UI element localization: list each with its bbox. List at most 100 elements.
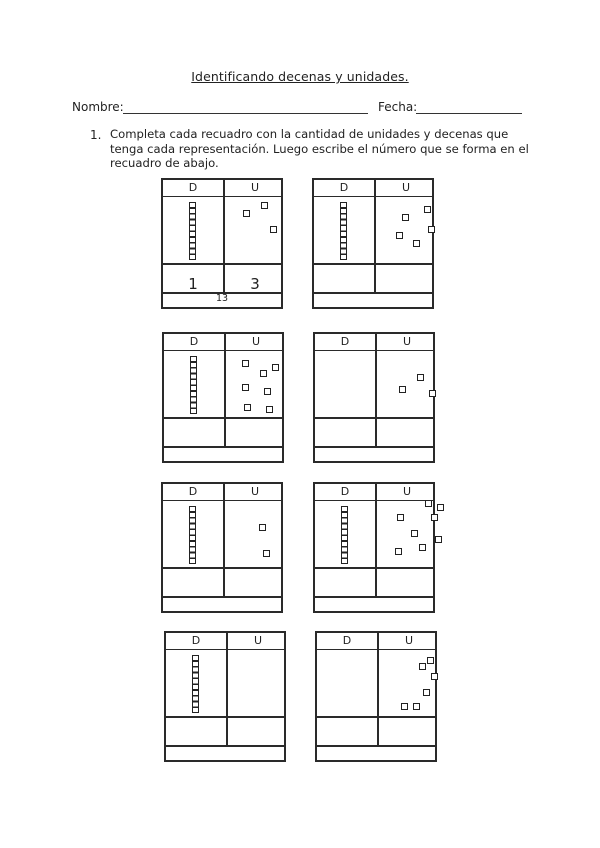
nombre-line[interactable] xyxy=(123,113,368,114)
answer-divider xyxy=(315,417,433,419)
place-value-grid: D U 1 3 xyxy=(161,178,283,294)
unit-cube-icon xyxy=(270,226,277,233)
unit-cube-icon xyxy=(428,226,435,233)
unit-cube-icon xyxy=(427,657,434,664)
item-number: 1. xyxy=(90,128,102,142)
header-divider xyxy=(166,649,284,650)
answer-divider xyxy=(163,567,281,569)
units-header: U xyxy=(250,485,260,498)
unit-cube-icon xyxy=(242,360,249,367)
unit-cube-icon xyxy=(401,703,408,710)
unit-cube-icon xyxy=(411,530,418,537)
units-header: U xyxy=(401,181,411,194)
column-divider xyxy=(375,334,377,446)
answer-divider xyxy=(166,716,284,718)
column-divider xyxy=(224,334,226,446)
unit-cube-icon xyxy=(425,500,432,507)
number-answer-box[interactable] xyxy=(313,446,435,463)
place-value-grid: D U xyxy=(164,631,286,747)
worksheet-title: Identificando decenas y unidades. xyxy=(191,69,409,84)
place-value-card: D U xyxy=(312,178,435,312)
number-answer-box[interactable] xyxy=(162,446,284,463)
unit-cube-icon xyxy=(413,240,420,247)
unit-cube-icon xyxy=(397,514,404,521)
tens-header: D xyxy=(189,335,199,348)
unit-cube-icon xyxy=(431,673,438,680)
number-answer-box[interactable] xyxy=(164,745,286,762)
number-answer-box[interactable] xyxy=(161,596,283,613)
units-answer[interactable]: 3 xyxy=(250,275,260,293)
unit-cube-icon xyxy=(435,536,442,543)
units-header: U xyxy=(253,634,263,647)
tens-header: D xyxy=(342,634,352,647)
tens-header: D xyxy=(191,634,201,647)
answer-divider xyxy=(163,263,281,265)
column-divider xyxy=(377,633,379,745)
ten-rod-icon xyxy=(190,356,197,414)
number-answer-box[interactable] xyxy=(315,745,437,762)
unit-cube-icon xyxy=(266,406,273,413)
unit-cube-icon xyxy=(413,703,420,710)
unit-cube-icon xyxy=(243,210,250,217)
unit-cube-icon xyxy=(402,214,409,221)
answer-divider xyxy=(164,417,282,419)
number-answer: 13 xyxy=(215,293,229,304)
unit-cube-icon xyxy=(264,388,271,395)
unit-cube-icon xyxy=(242,384,249,391)
fecha-line[interactable] xyxy=(416,113,522,114)
unit-cube-icon xyxy=(244,404,251,411)
header-divider xyxy=(315,500,433,501)
place-value-card: D U xyxy=(315,631,438,765)
column-divider xyxy=(226,633,228,745)
number-answer-box[interactable]: 13 xyxy=(161,292,283,309)
column-divider xyxy=(374,180,376,292)
ten-rod-icon xyxy=(189,202,196,260)
unit-cube-icon xyxy=(423,689,430,696)
unit-cube-icon xyxy=(399,386,406,393)
place-value-card: D U xyxy=(313,332,436,466)
tens-header: D xyxy=(340,335,350,348)
header-divider xyxy=(163,196,281,197)
header-divider xyxy=(163,500,281,501)
ten-rod-icon xyxy=(341,506,348,564)
place-value-grid: D U xyxy=(315,631,438,747)
column-divider xyxy=(223,180,225,292)
ten-rod-icon xyxy=(189,506,196,564)
units-header: U xyxy=(404,634,414,647)
number-answer-box[interactable] xyxy=(312,292,434,309)
column-divider xyxy=(223,484,225,596)
answer-divider xyxy=(317,716,435,718)
units-header: U xyxy=(402,335,412,348)
unit-cube-icon xyxy=(272,364,279,371)
unit-cube-icon xyxy=(437,504,444,511)
place-value-grid: D U xyxy=(312,178,435,294)
tens-answer[interactable]: 1 xyxy=(188,275,198,293)
unit-cube-icon xyxy=(259,524,266,531)
place-value-card: D U xyxy=(313,482,444,616)
unit-cube-icon xyxy=(261,202,268,209)
unit-cube-icon xyxy=(263,550,270,557)
place-value-card: D U xyxy=(164,631,286,765)
header-divider xyxy=(315,350,433,351)
unit-cube-icon xyxy=(417,374,424,381)
place-value-grid: D U xyxy=(313,332,436,448)
units-header: U xyxy=(250,181,260,194)
tens-header: D xyxy=(340,485,350,498)
answer-divider xyxy=(314,263,432,265)
units-header: U xyxy=(251,335,261,348)
fecha-label: Fecha: xyxy=(378,100,418,114)
tens-header: D xyxy=(188,485,198,498)
number-answer-box[interactable] xyxy=(313,596,435,613)
unit-cube-icon xyxy=(395,548,402,555)
unit-cube-icon xyxy=(429,390,436,397)
place-value-grid: D U xyxy=(161,482,283,598)
unit-cube-icon xyxy=(424,206,431,213)
tens-header: D xyxy=(188,181,198,194)
place-value-card: D U 1 3 13 xyxy=(161,178,283,312)
ten-rod-icon xyxy=(192,655,199,713)
unit-cube-icon xyxy=(396,232,403,239)
header-divider xyxy=(164,350,282,351)
unit-cube-icon xyxy=(419,663,426,670)
ten-rod-icon xyxy=(340,202,347,260)
place-value-grid: D U xyxy=(162,332,284,448)
